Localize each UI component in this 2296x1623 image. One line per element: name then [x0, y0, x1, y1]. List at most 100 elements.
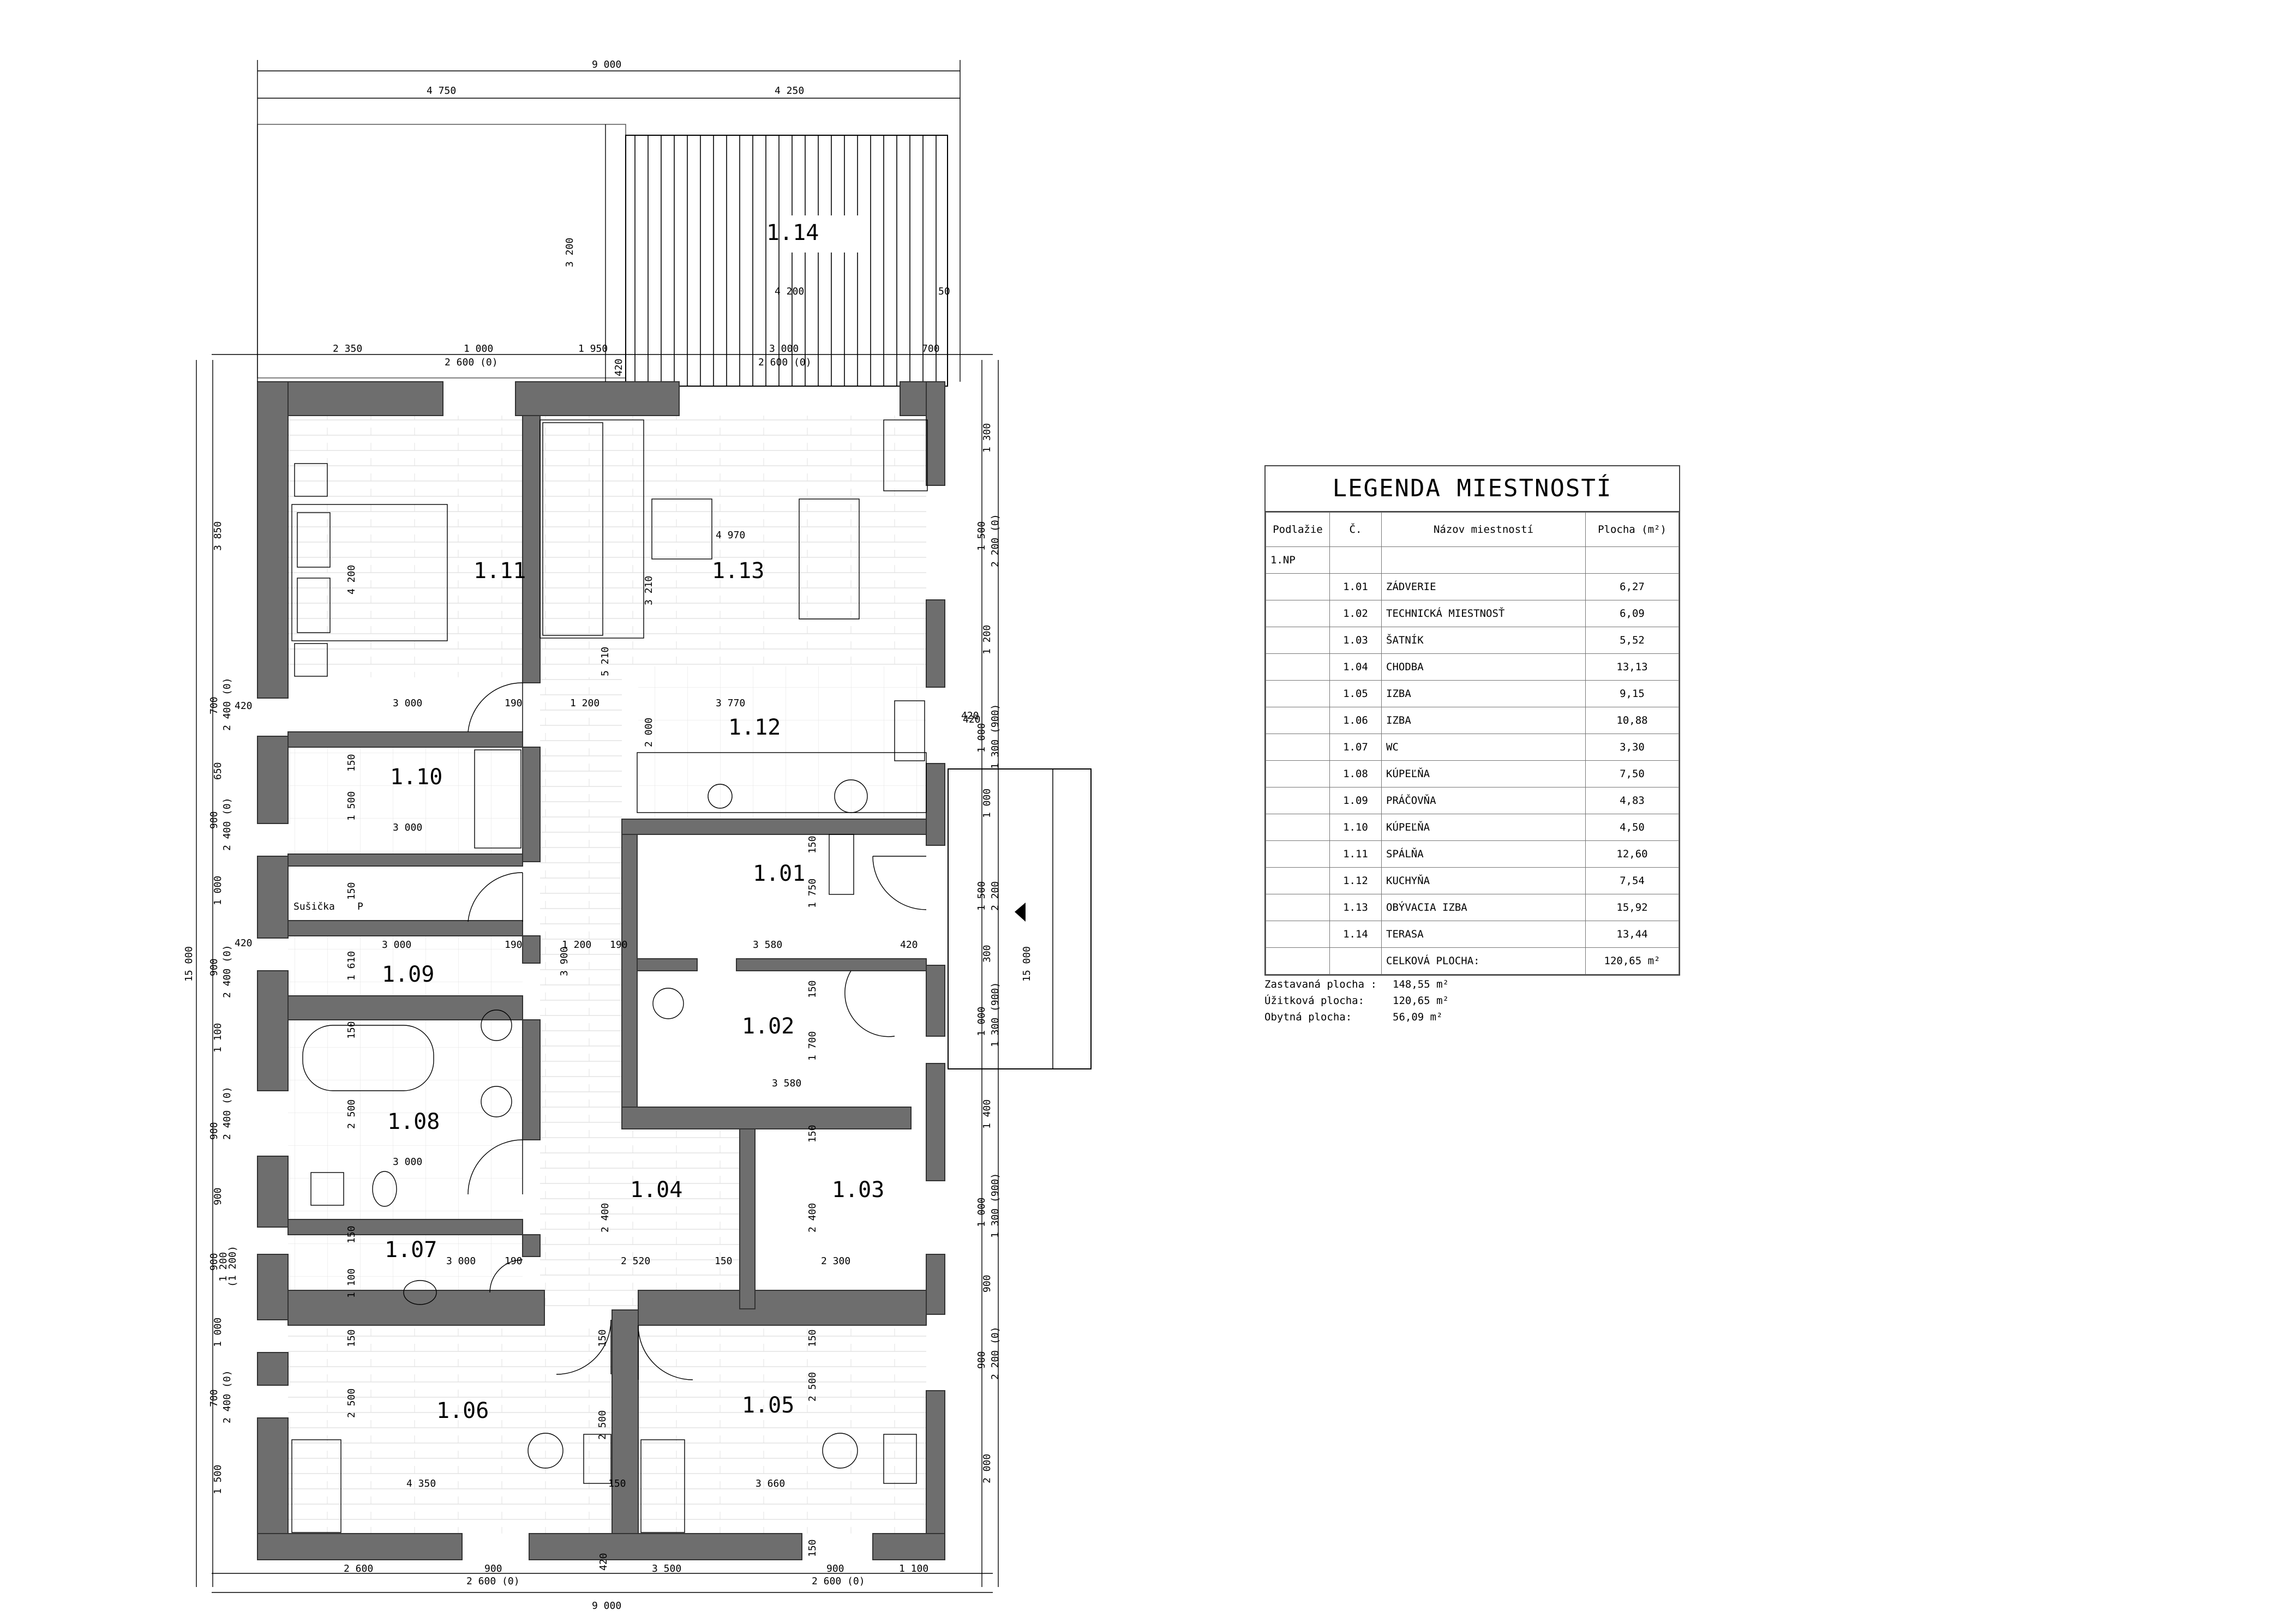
- legend-room-area: 10,88: [1585, 707, 1679, 734]
- dim-label: 1 300: [981, 423, 993, 453]
- dim-label: 150: [346, 754, 357, 772]
- legend-room-name: ŠATNÍK: [1381, 627, 1586, 654]
- dim-label: 2 500: [597, 1410, 608, 1440]
- dim-label: 900: [976, 1351, 987, 1369]
- dim-label: 150: [807, 835, 818, 853]
- legend-room-number: 1.01: [1329, 573, 1382, 600]
- dim-label: 2 400 (0): [221, 945, 233, 998]
- room-legend: LEGENDA MIESTNOSTÍ Podlažie Č. Názov mie…: [1264, 465, 1680, 976]
- dim-label: 2 400 (0): [221, 1086, 233, 1140]
- dim-label: 2 600 (0): [758, 357, 812, 368]
- dim-label: 150: [346, 1225, 357, 1243]
- dim-label: 4 350: [406, 1478, 436, 1489]
- legend-room-number: 1.08: [1329, 760, 1382, 788]
- dim-label: 300: [981, 945, 993, 963]
- room-label: 1.13: [712, 558, 764, 584]
- dim-label: 1 000: [464, 343, 493, 354]
- room-label: 1.08: [387, 1109, 440, 1134]
- dim-label: 2 400: [600, 1203, 611, 1233]
- dim-label: 1 500: [976, 881, 987, 911]
- dim-label: 3 580: [772, 1078, 801, 1089]
- dim-label: 900: [208, 811, 220, 829]
- dim-label: 2 400: [807, 1203, 818, 1233]
- dim-label: 900: [208, 1253, 220, 1271]
- dim-label: 2 600 (0): [445, 357, 498, 368]
- dim-label: 15 000: [1021, 946, 1033, 982]
- room-label: 1.01: [753, 861, 805, 886]
- legend-floor-cell: [1266, 947, 1330, 975]
- dimension-lines: [196, 60, 999, 1593]
- legend-room-number: 1.04: [1329, 653, 1382, 681]
- floor-finishes: [288, 416, 926, 1534]
- dim-label: 190: [505, 698, 523, 709]
- dim-label: 2 350: [333, 343, 362, 354]
- dim-label: 420: [613, 358, 625, 376]
- legend-floor-cell: [1266, 680, 1330, 707]
- dim-label: 9 000: [592, 1600, 621, 1612]
- legend-floor-cell: [1266, 734, 1330, 761]
- legend-floor-cell: [1266, 760, 1330, 788]
- legend-header-number: Č.: [1329, 512, 1382, 547]
- legend-room-number: 1.03: [1329, 627, 1382, 654]
- dim-label: 4 200: [346, 565, 357, 594]
- dim-label: 1 000: [976, 723, 987, 753]
- dim-label: 2 520: [621, 1255, 650, 1267]
- room-label: 1.04: [630, 1177, 682, 1203]
- dim-label: 2 500: [346, 1388, 357, 1418]
- dim-label: 150: [346, 1021, 357, 1039]
- legend-room-number: 1.02: [1329, 600, 1382, 627]
- dim-label: 900: [484, 1563, 502, 1574]
- dim-label: 2 400 (0): [221, 677, 233, 731]
- dim-label: 15 000: [183, 946, 195, 982]
- legend-room-name: WC: [1381, 734, 1586, 761]
- dim-label: 420: [235, 700, 253, 712]
- dim-label: 3 580: [753, 939, 782, 951]
- dim-label: 1 000: [976, 1198, 987, 1227]
- dim-label: 900: [208, 958, 220, 976]
- dim-label: 150: [807, 980, 818, 998]
- legend-header-row: Podlažie Č. Názov miestností Plocha (m²): [1266, 512, 1679, 547]
- dim-label: 2 300: [821, 1255, 850, 1267]
- dim-label: 3 000: [393, 822, 422, 833]
- dim-label: 1 000: [212, 876, 224, 905]
- dim-label: 4 750: [427, 85, 456, 97]
- dim-label: 3 210: [643, 576, 655, 605]
- room-label: 1.03: [832, 1177, 884, 1203]
- legend-room-area: 4,83: [1585, 787, 1679, 814]
- dim-label: 1 610: [346, 951, 357, 981]
- dim-label: 50: [938, 286, 950, 297]
- dim-label: 1 500: [212, 1465, 224, 1494]
- legend-total-spacer: [1329, 947, 1382, 975]
- dim-label: 2 500: [807, 1372, 818, 1402]
- dim-label: 420: [963, 714, 981, 725]
- legend-room-area: 15,92: [1585, 894, 1679, 921]
- appliance-mark: P: [357, 901, 363, 912]
- dim-label: 3 200: [564, 238, 576, 267]
- area-summary: Zastavaná plocha : 148,55 m² Úžitková pl…: [1264, 976, 1449, 1025]
- legend-room-number: 1.09: [1329, 787, 1382, 814]
- dim-label: 190: [505, 939, 523, 951]
- legend-floor-cell: [1266, 867, 1330, 894]
- summary-row: Zastavaná plocha : 148,55 m²: [1264, 976, 1449, 993]
- legend-floor-cell: [1266, 814, 1330, 841]
- doors: [467, 682, 927, 1380]
- summary-label: Obytná plocha:: [1264, 1011, 1352, 1023]
- dim-label: 1 000: [981, 789, 993, 818]
- dim-label: 3 770: [716, 698, 745, 709]
- legend-floor-cell: [1266, 653, 1330, 681]
- dim-label: 150: [346, 1329, 357, 1347]
- legend-room-area: 7,54: [1585, 867, 1679, 894]
- dim-label: 1 000: [212, 1318, 224, 1347]
- legend-room-area: 5,52: [1585, 627, 1679, 654]
- dim-label: 1 200: [981, 625, 993, 654]
- legend-room-name: TERASA: [1381, 921, 1586, 948]
- dimension-labels: 9 000 4 750 4 250 4 200 50 3 200 2 350 1…: [183, 59, 1033, 1612]
- room-label: 1.14: [766, 220, 819, 245]
